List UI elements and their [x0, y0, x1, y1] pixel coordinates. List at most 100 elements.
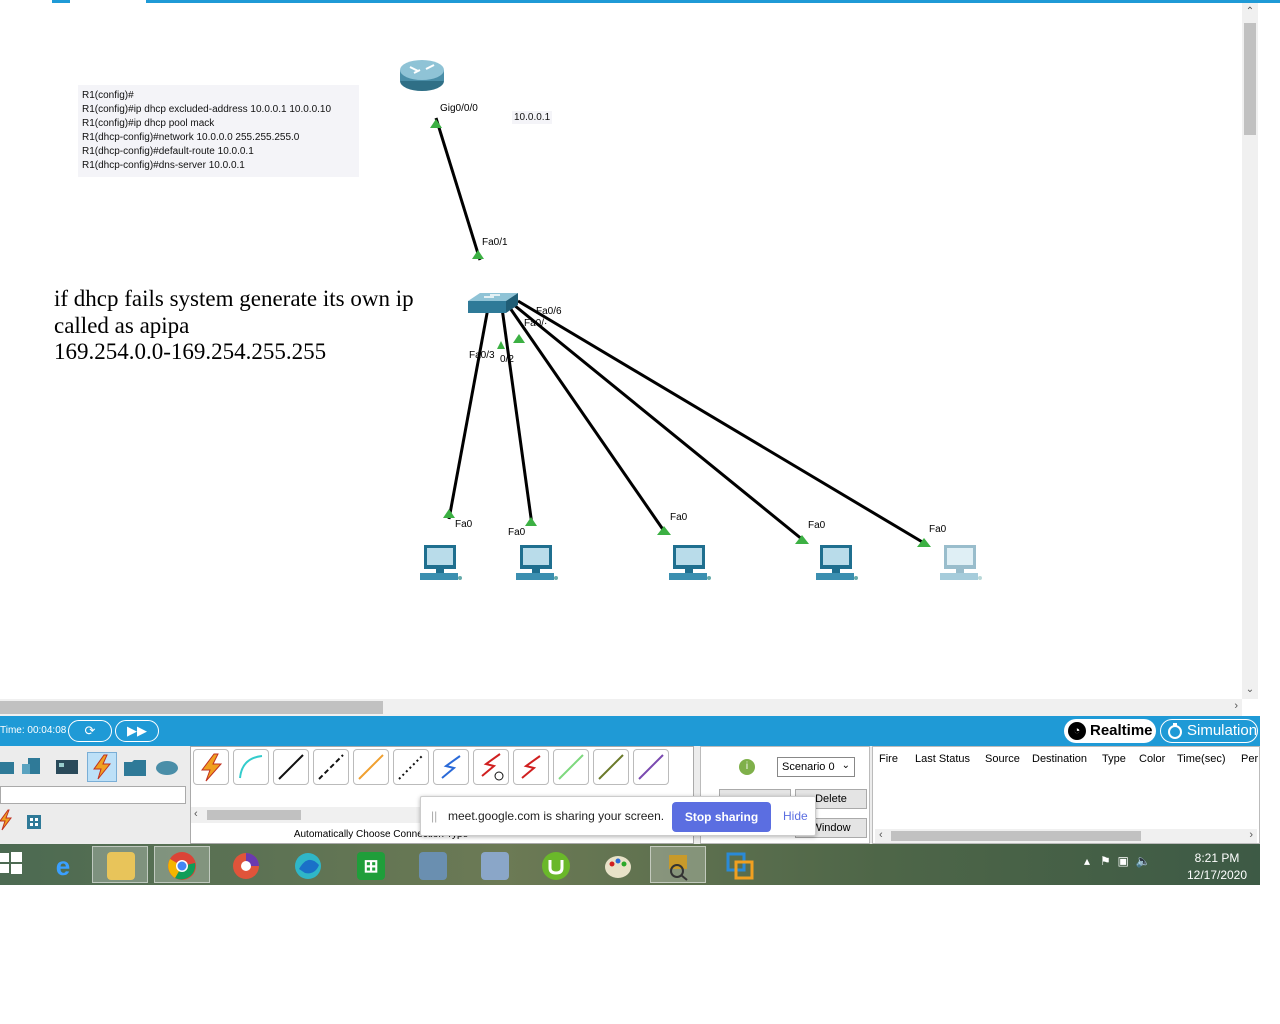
network-tray-icon[interactable]: ▣ — [1117, 854, 1129, 868]
taskbar-ie[interactable]: e — [34, 846, 90, 883]
vertical-scrollbar[interactable]: ⌃ ⌄ — [1242, 3, 1258, 699]
serial-dte-button[interactable] — [513, 749, 549, 785]
taskbar-utorrent[interactable] — [528, 846, 584, 883]
port-label: Fa0 — [929, 524, 947, 535]
info-icon[interactable]: i — [739, 759, 755, 775]
grid-icon[interactable] — [26, 814, 42, 830]
scroll-thumb[interactable] — [207, 810, 301, 820]
col-header[interactable]: Source — [985, 753, 1020, 765]
tab-stub[interactable] — [70, 0, 146, 3]
simulation-button[interactable]: Simulation — [1160, 719, 1258, 743]
realtime-button[interactable]: ◔ Realtime — [1064, 719, 1156, 743]
router-icon — [400, 60, 444, 91]
octal-cable-button[interactable] — [553, 749, 589, 785]
taskbar-chrome[interactable] — [154, 846, 210, 883]
cloud-icon[interactable] — [154, 754, 180, 780]
cli-note[interactable]: R1(config)# R1(config)#ip dhcp excluded-… — [78, 85, 359, 177]
component-icon[interactable] — [54, 754, 80, 780]
col-header[interactable]: Type — [1102, 753, 1126, 765]
col-header[interactable]: Per — [1241, 753, 1259, 765]
connection-scrollbar[interactable]: ‹ — [191, 807, 421, 823]
taskbar-remote[interactable] — [404, 846, 460, 883]
scroll-right-icon[interactable]: › — [1249, 829, 1253, 841]
workspace-canvas[interactable]: R1(config)# R1(config)#ip dhcp excluded-… — [0, 3, 1242, 699]
power-cycle-icon: ⟳ — [84, 723, 96, 738]
lightning-icon — [201, 753, 223, 782]
router-ip-note[interactable]: 10.0.0.1 — [512, 111, 553, 124]
scroll-thumb[interactable] — [891, 831, 1141, 841]
taskbar-edge[interactable] — [280, 846, 336, 883]
usb-cable-button[interactable] — [633, 749, 669, 785]
taskbar-vmware[interactable] — [712, 846, 768, 883]
port-label: Fa0 — [508, 527, 526, 538]
coaxial-button[interactable] — [433, 749, 469, 785]
horizontal-scrollbar[interactable]: › — [0, 699, 1242, 716]
network-icon — [481, 852, 509, 880]
pdu-scrollbar[interactable]: ‹ › — [875, 829, 1257, 843]
stopwatch-icon — [1168, 723, 1182, 739]
scroll-up-icon[interactable]: ⌃ — [1245, 6, 1255, 17]
network-device-icon[interactable] — [0, 754, 20, 780]
copper-straight-button[interactable] — [273, 749, 309, 785]
scroll-thumb[interactable] — [1244, 23, 1256, 135]
scroll-left-icon[interactable]: ‹ — [194, 808, 198, 820]
port-label: Gig0/0/0 — [440, 103, 478, 114]
pc-icon — [669, 545, 711, 580]
fiber-button[interactable] — [353, 749, 389, 785]
note-line: 169.254.0.0-169.254.255.255 — [54, 339, 327, 364]
taskbar-app[interactable] — [218, 846, 274, 883]
scroll-right-icon[interactable]: › — [1234, 700, 1238, 712]
taskbar-network[interactable] — [466, 846, 522, 883]
misc-folder-icon[interactable] — [122, 754, 148, 780]
col-header[interactable]: Fire — [879, 753, 898, 765]
taskbar-store[interactable]: ⊞ — [342, 846, 398, 883]
chevron-up-icon[interactable]: ▴ — [1084, 854, 1091, 868]
taskbar-clock[interactable]: 8:21 PM 12/17/2020 — [1184, 850, 1250, 884]
scroll-down-icon[interactable]: ⌄ — [1245, 684, 1255, 695]
volume-icon[interactable]: 🔈 — [1135, 854, 1151, 868]
console-cable-button[interactable] — [233, 749, 269, 785]
phone-cable-icon — [398, 754, 424, 780]
taskbar-paint[interactable] — [590, 846, 646, 883]
switch-icon — [468, 293, 518, 313]
serial-dte-icon — [521, 755, 541, 779]
end-device-icon[interactable] — [20, 754, 46, 780]
hide-button[interactable]: Hide — [783, 809, 808, 823]
store-icon: ⊞ — [357, 852, 385, 880]
port-label: Fa0/· — [524, 318, 548, 326]
apipa-note[interactable]: if dhcp fails system generate its own ip… — [54, 286, 414, 366]
col-header[interactable]: Time(sec) — [1177, 753, 1226, 765]
taskbar-packet-tracer[interactable] — [650, 846, 706, 883]
cli-line: R1(config)#ip dhcp pool mack — [82, 118, 215, 129]
utorrent-icon — [542, 852, 570, 880]
scenario-select[interactable]: Scenario 0 ⌄ — [777, 757, 855, 777]
drag-handle-icon[interactable]: || — [431, 809, 438, 823]
lightning-icon[interactable] — [0, 808, 14, 832]
col-header[interactable]: Destination — [1032, 753, 1088, 765]
taskbar-explorer[interactable] — [92, 846, 148, 883]
color-wheel-icon — [233, 853, 259, 879]
copper-cross-button[interactable] — [313, 749, 349, 785]
cli-line: R1(config)# — [82, 90, 134, 101]
stop-sharing-button[interactable]: Stop sharing — [672, 802, 771, 832]
coaxial-cable-icon — [441, 755, 461, 779]
pdu-list-panel: Fire Last Status Source Destination Type… — [872, 746, 1260, 844]
link-up-triangle — [917, 538, 931, 547]
serial-dce-button[interactable] — [473, 749, 509, 785]
col-header[interactable]: Last Status — [915, 753, 971, 765]
scroll-left-icon[interactable]: ‹ — [879, 829, 883, 841]
power-cycle-button[interactable]: ⟳ — [68, 720, 112, 742]
windows-start-icon[interactable] — [0, 852, 22, 874]
col-header[interactable]: Color — [1139, 753, 1166, 765]
scroll-thumb[interactable] — [0, 701, 383, 714]
fast-forward-button[interactable]: ▶▶ — [115, 720, 159, 742]
port-label: Fa0/6 — [536, 306, 562, 317]
file-explorer-icon — [107, 852, 135, 880]
device-search-field[interactable] — [0, 786, 186, 804]
phone-cable-button[interactable] — [393, 749, 429, 785]
connections-category-button[interactable] — [87, 752, 117, 782]
iot-cable-button[interactable] — [593, 749, 629, 785]
auto-connection-button[interactable] — [193, 749, 229, 785]
tab-stub[interactable] — [0, 0, 52, 3]
flag-icon[interactable]: ⚑ — [1100, 854, 1111, 868]
